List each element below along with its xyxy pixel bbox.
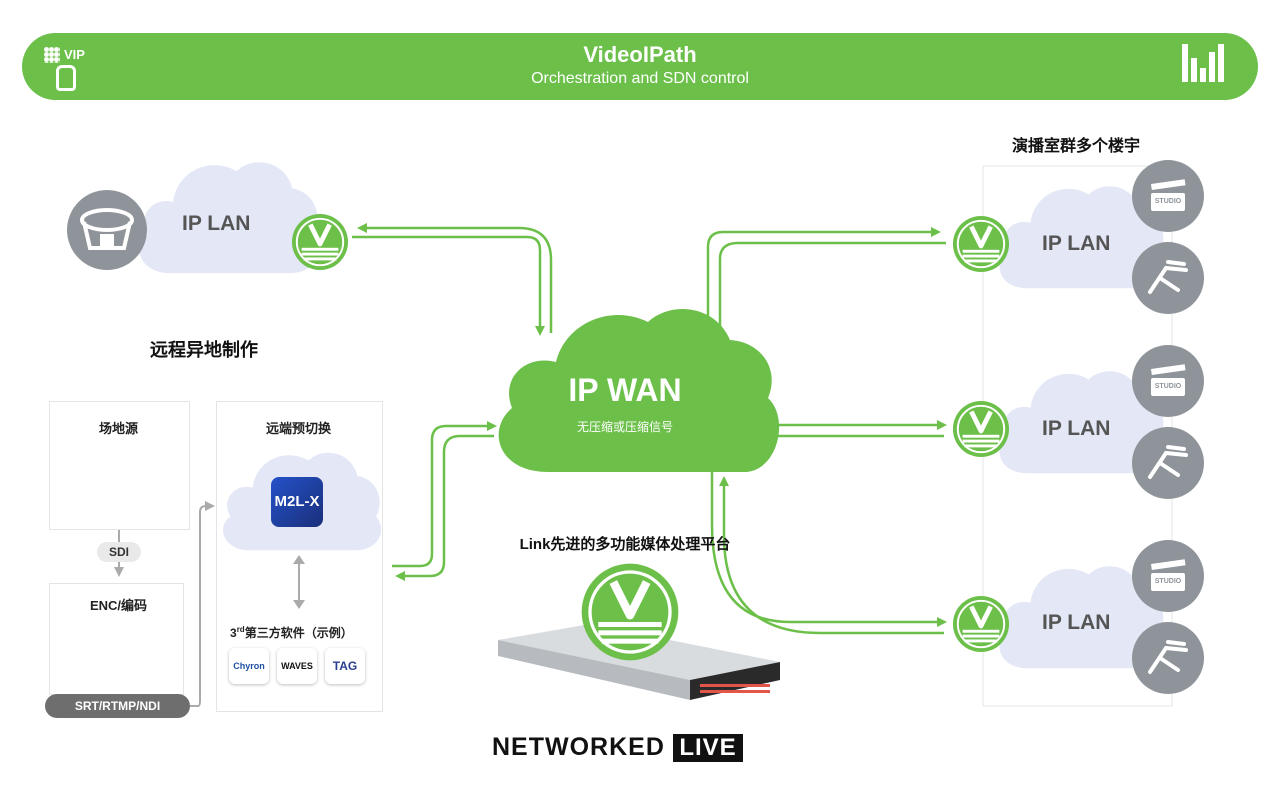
- remote-switch-panel: [216, 401, 383, 712]
- brand-prefix: NETWORKED: [492, 733, 665, 761]
- transport-protocol-badge: SRT/RTMP/NDI: [45, 694, 190, 718]
- wan-cloud: [498, 309, 780, 472]
- vip-touch-icon[interactable]: VIP: [44, 45, 94, 91]
- remote-lan-label: IP LAN: [182, 212, 251, 235]
- remote-switch-title: 远端预切换: [265, 421, 331, 436]
- studio-lan-label-3: IP LAN: [1042, 611, 1111, 634]
- wan-subtitle: 无压缩或压缩信号: [576, 420, 673, 434]
- encoder-title: ENC/编码: [89, 598, 148, 613]
- camera-icon: [1148, 260, 1188, 674]
- stadium-icon: [67, 190, 147, 270]
- third-party-sup: rd: [236, 625, 245, 634]
- page-title: VideoIPath: [583, 42, 697, 67]
- vip-label: VIP: [64, 47, 85, 62]
- lawo-bars-icon: [1182, 40, 1228, 82]
- waves-logo: WAVES: [277, 648, 317, 684]
- studio-badge-1: STUDIO: [1154, 198, 1182, 205]
- m2lx-app-icon[interactable]: M2L-X: [271, 477, 323, 527]
- wan-label: IP WAN: [568, 372, 682, 408]
- venue-source-panel: [49, 401, 190, 530]
- chyron-logo: Chyron: [229, 648, 269, 684]
- studio-badge-3: STUDIO: [1154, 578, 1182, 585]
- brand-box: LIVE: [673, 733, 743, 762]
- link-platform-title: Link先进的多功能媒体处理平台: [519, 536, 731, 553]
- networked-live-logo: NETWORKED LIVE: [492, 733, 743, 763]
- studio-lan-label-1: IP LAN: [1042, 232, 1111, 255]
- header-banner: [22, 33, 1258, 100]
- venue-source-title: 场地源: [98, 421, 138, 436]
- page-subtitle: Orchestration and SDN control: [531, 70, 749, 87]
- third-party-label: 第三方软件（示例）: [244, 626, 353, 640]
- link-node-icon: [292, 214, 348, 270]
- third-party-prefix: 3: [230, 626, 237, 640]
- tag-logo: TAG: [325, 648, 365, 684]
- studio-group-title: 演播室群多个楼宇: [1012, 138, 1141, 155]
- studio-badge-2: STUDIO: [1154, 383, 1182, 390]
- remote-production-title: 远程异地制作: [150, 340, 258, 360]
- encoder-panel: [49, 583, 184, 695]
- studio-lan-label-2: IP LAN: [1042, 417, 1111, 440]
- third-party-title: 3rd第三方软件（示例）: [230, 624, 353, 641]
- studio-clapper-icon: [1151, 179, 1186, 591]
- sdi-badge: SDI: [97, 542, 141, 562]
